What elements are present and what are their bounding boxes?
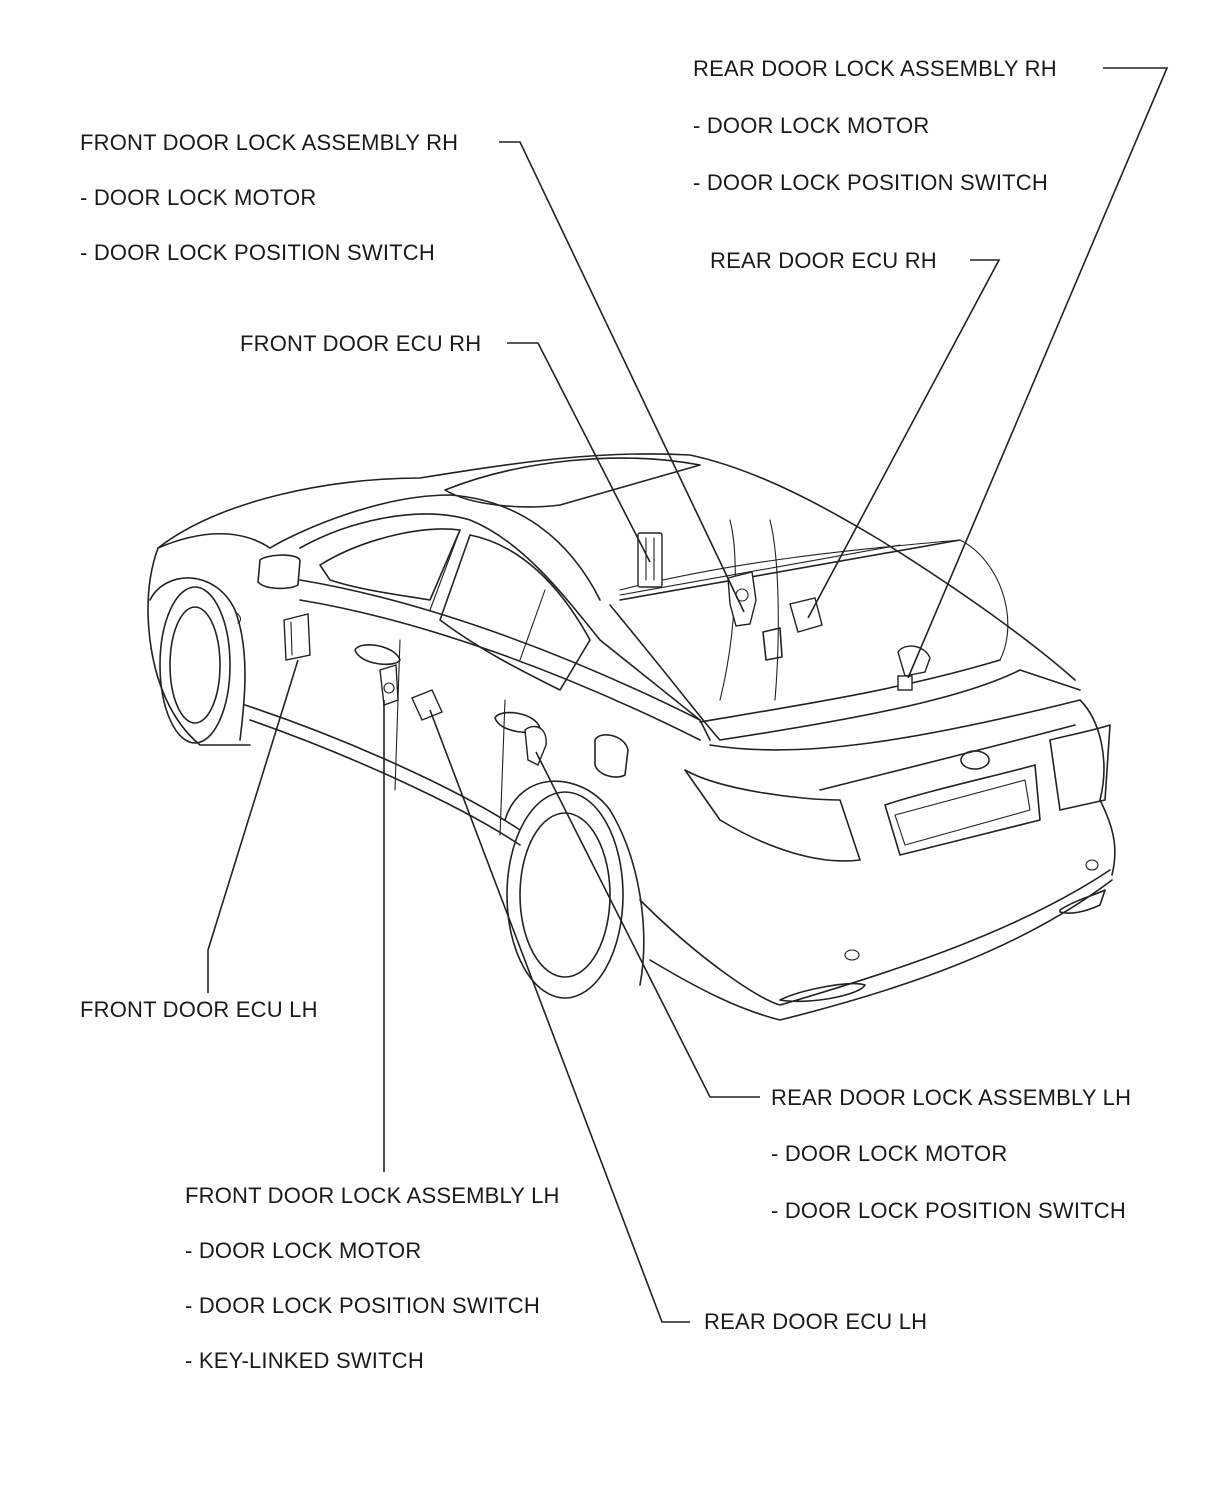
leader-rear-door-ecu-rh xyxy=(807,259,1001,619)
part-rear-door-lock-assembly-lh xyxy=(524,725,547,766)
part-rear-door-lock-assembly-rh xyxy=(897,645,931,691)
label-front-lh-door-lock-position-switch: - DOOR LOCK POSITION SWITCH xyxy=(185,1293,540,1318)
label-rear-door-ecu-rh: REAR DOOR ECU RH xyxy=(710,248,937,273)
part-front-door-lock-assembly-lh xyxy=(379,664,399,706)
label-rear-rh-door-lock-motor: - DOOR LOCK MOTOR xyxy=(693,113,930,138)
car-body xyxy=(147,453,1116,1021)
leader-front-door-lock-assembly-rh xyxy=(499,141,745,613)
label-rear-lh-door-lock-position-switch: - DOOR LOCK POSITION SWITCH xyxy=(771,1198,1126,1223)
part-front-door-ecu-rh xyxy=(637,532,663,588)
part-front-door-ecu-lh xyxy=(283,613,311,661)
label-front-door-ecu-lh: FRONT DOOR ECU LH xyxy=(80,997,318,1022)
label-front-lh-door-lock-motor: - DOOR LOCK MOTOR xyxy=(185,1238,422,1263)
leader-rear-door-lock-assembly-lh xyxy=(535,751,760,1098)
leader-rear-door-lock-assembly-rh xyxy=(907,67,1169,679)
leader-front-door-ecu-lh xyxy=(207,659,299,993)
part-rear-door-ecu-lh xyxy=(411,689,443,721)
label-rear-lh-door-lock-motor: - DOOR LOCK MOTOR xyxy=(771,1141,1008,1166)
label-front-door-lock-assembly-lh: FRONT DOOR LOCK ASSEMBLY LH xyxy=(185,1183,560,1208)
label-front-lh-key-linked-switch: - KEY-LINKED SWITCH xyxy=(185,1348,424,1373)
label-rear-door-ecu-lh: REAR DOOR ECU LH xyxy=(704,1309,928,1334)
part-front-door-lock-assembly-rh xyxy=(727,571,757,627)
leader-lines xyxy=(207,67,1169,1323)
leader-front-door-ecu-rh xyxy=(507,342,651,563)
label-rear-door-lock-assembly-rh: REAR DOOR LOCK ASSEMBLY RH xyxy=(693,56,1057,81)
label-front-door-ecu-rh: FRONT DOOR ECU RH xyxy=(240,331,482,356)
label-front-rh-door-lock-motor: - DOOR LOCK MOTOR xyxy=(80,185,317,210)
label-rear-rh-door-lock-position-switch: - DOOR LOCK POSITION SWITCH xyxy=(693,170,1048,195)
leader-rear-door-ecu-lh xyxy=(429,709,690,1323)
label-front-door-lock-assembly-rh: FRONT DOOR LOCK ASSEMBLY RH xyxy=(80,130,459,155)
label-front-rh-door-lock-position-switch: - DOOR LOCK POSITION SWITCH xyxy=(80,240,435,265)
part-rear-door-ecu-rh xyxy=(789,597,823,633)
label-rear-door-lock-assembly-lh: REAR DOOR LOCK ASSEMBLY LH xyxy=(771,1085,1132,1110)
